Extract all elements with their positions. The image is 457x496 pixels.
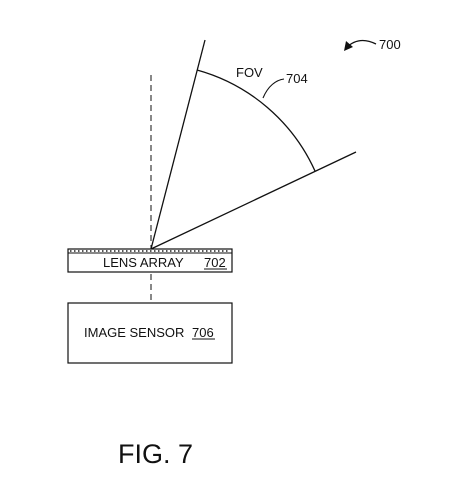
fov-leader-line xyxy=(262,78,285,99)
lens-array-box xyxy=(67,248,233,273)
figure-reference-700: 700 xyxy=(344,37,401,52)
image-sensor: IMAGE SENSOR 706 xyxy=(67,302,233,364)
fov-ray-left xyxy=(150,39,206,250)
figure-ref-number: 700 xyxy=(379,37,401,52)
fov-label: FOV xyxy=(236,65,263,80)
fov-ref-number: 704 xyxy=(286,71,308,86)
lens-array-ref-number: 702 xyxy=(204,255,226,270)
fov-arc xyxy=(196,69,316,172)
image-sensor-ref-number: 706 xyxy=(192,325,214,340)
image-sensor-label: IMAGE SENSOR xyxy=(84,325,184,340)
fov-ray-right xyxy=(150,151,357,250)
image-sensor-box xyxy=(67,302,233,364)
figure-caption: FIG. 7 xyxy=(118,439,193,469)
reference-arrowhead-700 xyxy=(344,41,353,51)
lens-array-label: LENS ARRAY xyxy=(103,255,184,270)
lens-array: LENS ARRAY 702 xyxy=(67,248,233,273)
